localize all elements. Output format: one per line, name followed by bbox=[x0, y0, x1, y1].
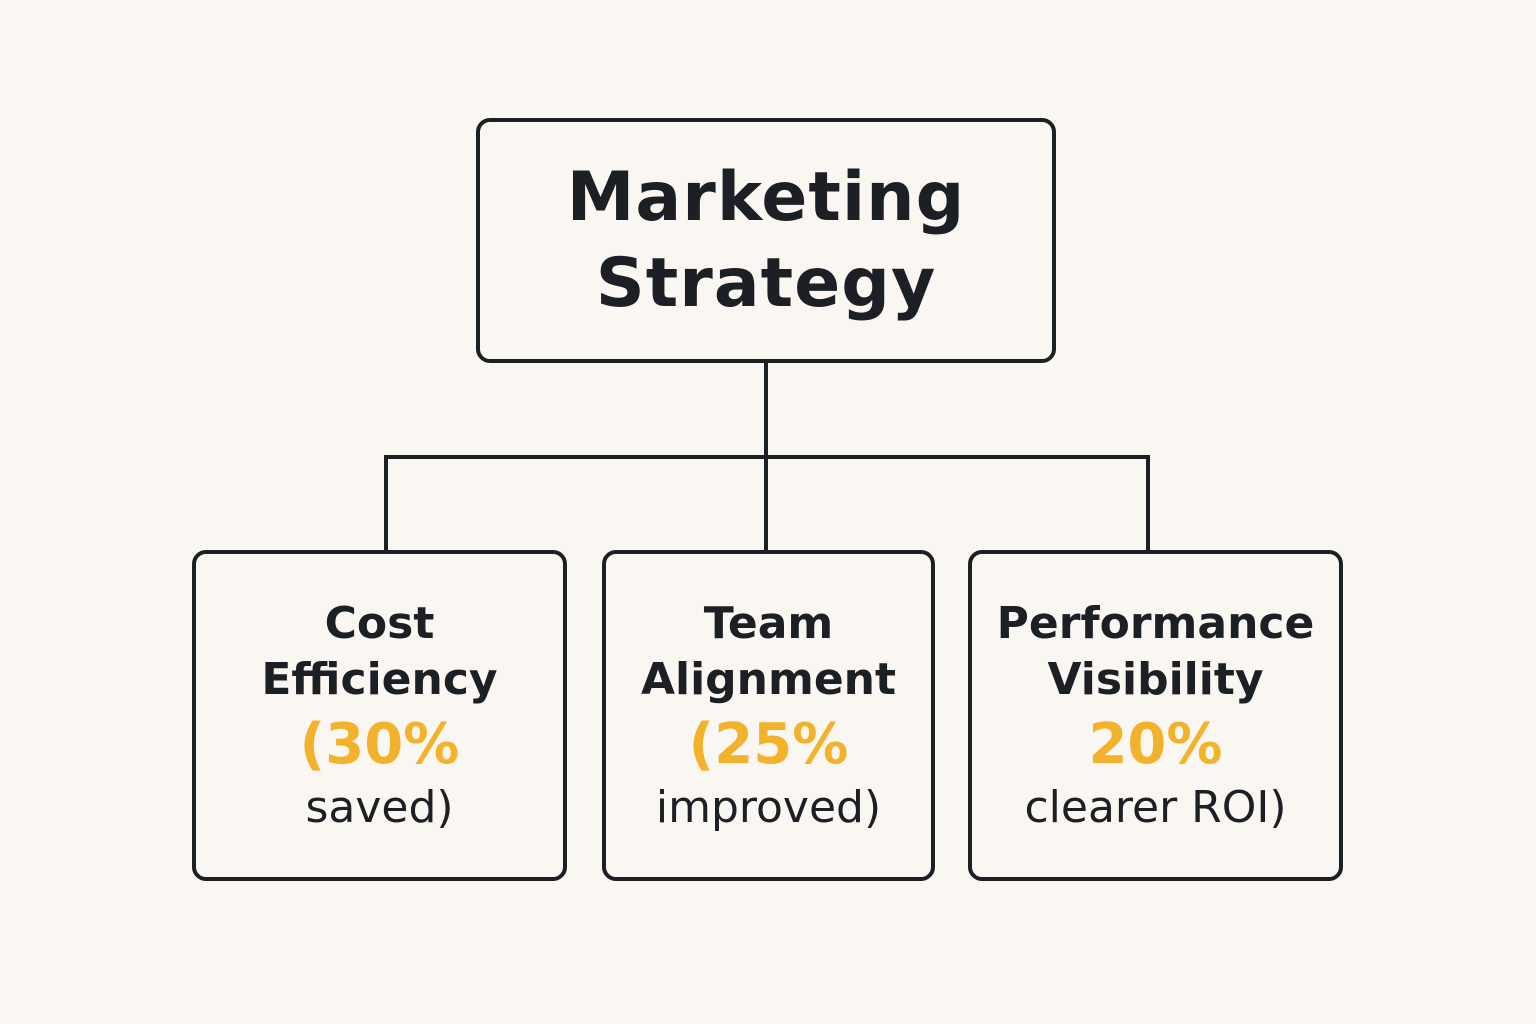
root-title-line-2: Strategy bbox=[595, 243, 937, 323]
child-node-performance-visibility: Performance Visibility 20% clearer ROI) bbox=[968, 550, 1343, 881]
child-title-line-2: Visibility bbox=[1047, 653, 1264, 705]
child-note: improved) bbox=[655, 781, 882, 833]
child-title-line-1: Performance bbox=[996, 597, 1315, 649]
child-title-line-2: Efficiency bbox=[261, 653, 498, 705]
child-value: (30% bbox=[299, 711, 460, 777]
root-node-marketing-strategy: Marketing Strategy bbox=[476, 118, 1056, 363]
child-note: saved) bbox=[305, 781, 454, 833]
child-title-line-2: Alignment bbox=[640, 653, 897, 705]
child-value: 20% bbox=[1088, 711, 1223, 777]
root-title-line-1: Marketing bbox=[566, 157, 966, 237]
child-node-team-alignment: Team Alignment (25% improved) bbox=[602, 550, 935, 881]
child-title-line-1: Team bbox=[703, 597, 834, 649]
child-title-line-1: Cost bbox=[324, 597, 435, 649]
child-value: (25% bbox=[688, 711, 849, 777]
child-node-cost-efficiency: Cost Efficiency (30% saved) bbox=[192, 550, 567, 881]
child-note: clearer ROI) bbox=[1024, 781, 1287, 833]
